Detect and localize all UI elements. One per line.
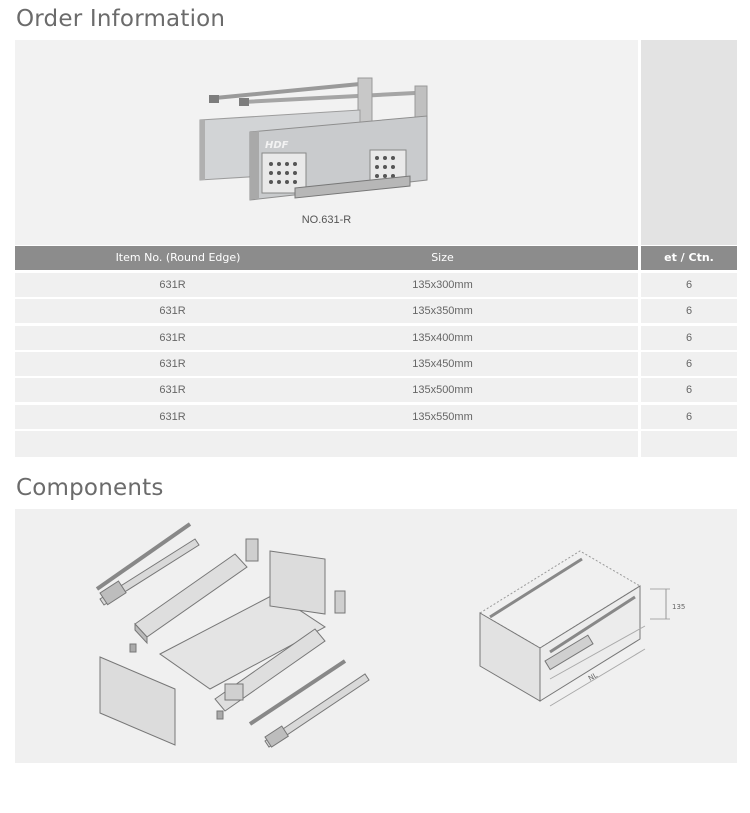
assembled-drawer-diagram: NL 135 (479, 550, 685, 707)
cell-qty: 6 (685, 305, 693, 317)
cell-qty: 6 (685, 384, 693, 396)
dim-label-length: NL (587, 671, 599, 683)
order-table: HDF NO.631-R Item No. (Round Edge) Size … (15, 40, 737, 457)
cell-qty: 6 (685, 332, 693, 344)
cell-item: 631R (159, 279, 186, 291)
cell-qty: 6 (685, 358, 693, 370)
table-row: 631R 135x300mm 6 (15, 273, 737, 297)
side-image-cell (641, 40, 737, 245)
table-row-empty (15, 431, 737, 457)
table-row: 631R 135x500mm 6 (15, 378, 737, 402)
col-header-qty: et / Ctn. (641, 246, 737, 270)
cell-size: 135x350mm (412, 305, 473, 317)
cell-size: 135x550mm (412, 411, 473, 423)
table-row: 631R 135x550mm 6 (15, 405, 737, 429)
product-image-cell: HDF NO.631-R (15, 40, 638, 245)
table-row: 631R 135x400mm 6 (15, 326, 737, 350)
dim-label-height: 135 (672, 603, 685, 611)
order-information-heading: Order Information (16, 6, 226, 32)
product-caption: NO.631-R (301, 214, 352, 226)
col-header-size: Size (431, 251, 454, 264)
cell-item: 631R (159, 332, 186, 344)
cell-qty: 6 (685, 279, 693, 291)
brand-logo: HDF (265, 140, 289, 151)
cell-size: 135x300mm (412, 279, 473, 291)
cell-size: 135x500mm (412, 384, 473, 396)
cell-item: 631R (159, 384, 186, 396)
cell-item: 631R (159, 305, 186, 317)
cell-item: 631R (159, 358, 186, 370)
col-header-item: Item No. (Round Edge) (115, 251, 241, 264)
table-row: 631R 135x350mm 6 (15, 299, 737, 323)
drawer-product-illustration: HDF (199, 77, 428, 201)
components-heading: Components (16, 475, 164, 501)
exploded-components-diagram (95, 522, 370, 748)
components-panel: NL 135 (15, 509, 737, 763)
cell-size: 135x400mm (412, 332, 473, 344)
cell-size: 135x450mm (412, 358, 473, 370)
cell-item: 631R (159, 411, 186, 423)
table-row: 631R 135x450mm 6 (15, 352, 737, 376)
cell-qty: 6 (685, 411, 693, 423)
table-header-left: Item No. (Round Edge) Size (15, 246, 638, 270)
